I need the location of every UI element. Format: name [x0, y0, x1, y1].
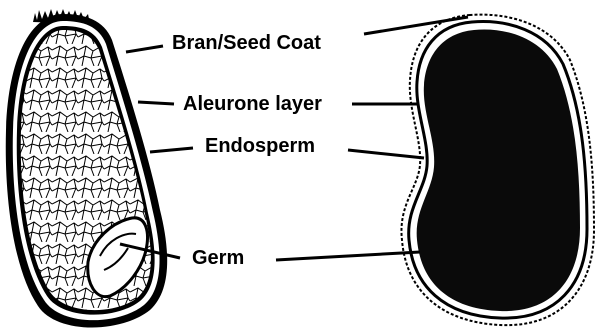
- label-germ: Germ: [192, 246, 244, 270]
- leader-line-bran-left: [126, 46, 163, 52]
- leader-line-germ-right: [276, 252, 420, 260]
- cross-section-endosperm: [417, 30, 580, 312]
- leader-line-endosperm-left: [150, 148, 193, 152]
- grain-cross-section: [401, 15, 594, 326]
- leader-line-endosperm-right: [348, 150, 424, 158]
- label-bran-seed-coat: Bran/Seed Coat: [172, 31, 321, 55]
- label-endosperm: Endosperm: [205, 134, 315, 158]
- grain-longitudinal-section: [6, 9, 167, 328]
- label-aleurone-layer: Aleurone layer: [183, 92, 322, 116]
- leader-line-aleurone: [138, 102, 174, 104]
